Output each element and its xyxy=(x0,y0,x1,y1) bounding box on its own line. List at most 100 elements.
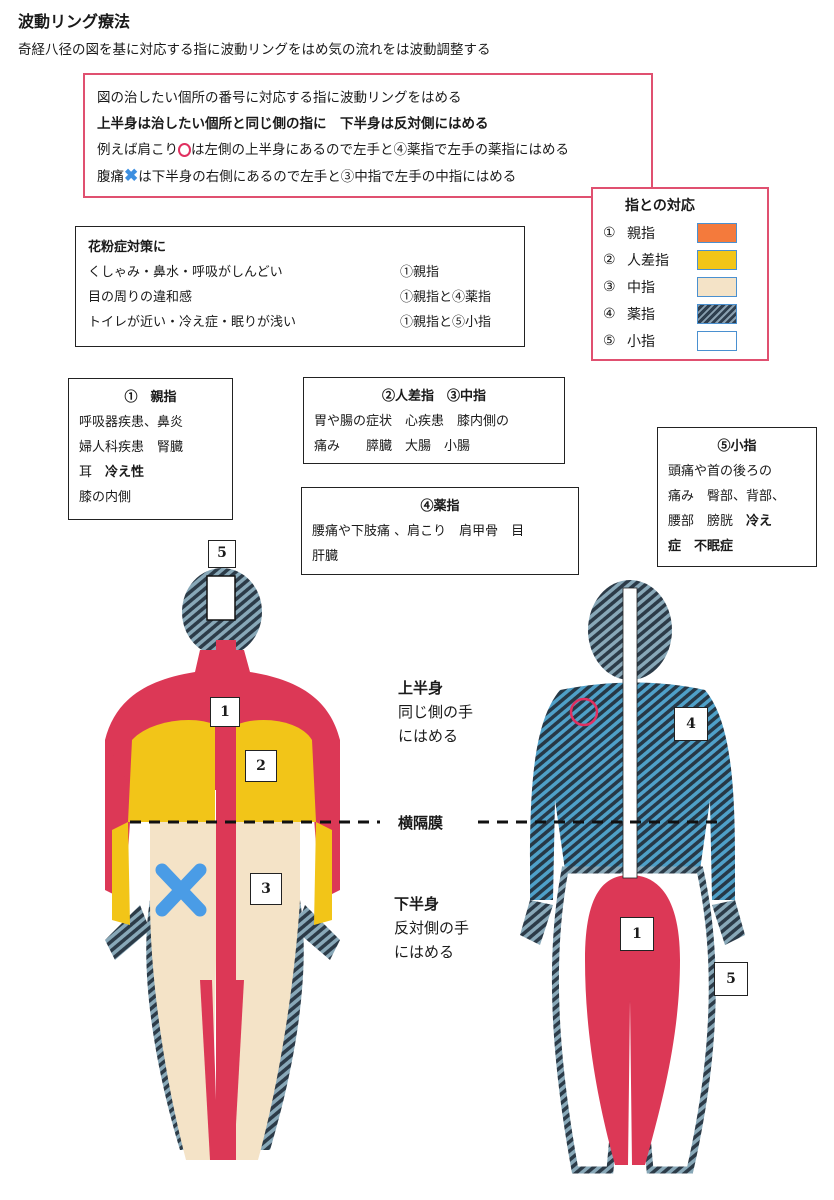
instruction-line-3a: 例えば肩こり xyxy=(97,142,178,158)
legend-swatch-middle xyxy=(697,276,737,297)
thumb-line: 耳 冷え性 xyxy=(79,460,222,485)
little-line: 症 不眠症 xyxy=(668,534,806,559)
hayfever-finger: ①親指 xyxy=(400,265,440,280)
tag-chest-1: 1 xyxy=(210,697,240,727)
instruction-line-1: 図の治したい個所の番号に対応する指に波動リングをはめる xyxy=(97,90,462,106)
hayfever-title: 花粉症対策に xyxy=(88,240,167,255)
legend-name: 人差指 xyxy=(627,252,669,269)
legend-item: ③ 中指 xyxy=(603,273,757,300)
thumb-heading: ① 親指 xyxy=(124,390,177,405)
little-line: 頭痛や首の後ろの xyxy=(668,464,773,479)
shoulder-stiffness-circle-icon xyxy=(569,697,599,727)
legend-swatch-index xyxy=(697,249,737,270)
diaphragm-label: 横隔膜 xyxy=(398,814,444,832)
lower-body-note: 下半身 反対側の手 にはめる xyxy=(394,892,469,964)
little-line-bold: 冷え xyxy=(746,514,773,529)
front-right-forearm xyxy=(314,822,332,925)
lower-body-line: にはめる xyxy=(394,943,455,961)
hayfever-row: トイレが近い・冷え症・眠りが浅い ①親指と⑤小指 xyxy=(88,310,512,335)
front-right-hand xyxy=(295,905,340,960)
back-leg-meridian-red xyxy=(585,875,680,1165)
hayfever-box: 花粉症対策に くしゃみ・鼻水・呼吸がしんどい ①親指 目の周りの違和感 ①親指と④薬… xyxy=(75,226,525,347)
thumb-info-box: ① 親指 呼吸器疾患、鼻炎 婦人科疾患 腎臓 耳 冷え性 膝の内側 xyxy=(68,378,233,520)
instruction-line-3b: は左側の上半身にあるので左手と④薬指で左手の薬指にはめる xyxy=(191,142,569,158)
legend-num: ⑤ xyxy=(603,332,616,349)
tag-abdomen-3: 3 xyxy=(250,873,282,905)
hayfever-finger: ①親指と④薬指 xyxy=(400,290,492,305)
hayfever-row: 目の周りの違和感 ①親指と④薬指 xyxy=(88,285,512,310)
back-right-hand xyxy=(712,900,745,945)
legend-swatch-ring xyxy=(697,303,737,324)
instructions-box: 図の治したい個所の番号に対応する指に波動リングをはめる 上半身は治したい個所と同… xyxy=(83,73,653,198)
upper-body-line: にはめる xyxy=(398,727,459,745)
front-right-leg-meridian xyxy=(226,980,244,1160)
tag-chest-2: 2 xyxy=(245,750,277,782)
body-meridian-illustration xyxy=(105,568,745,1174)
hayfever-symptom: トイレが近い・冷え症・眠りが浅い xyxy=(88,315,297,330)
hayfever-symptom: 目の周りの違和感 xyxy=(88,290,193,305)
index-middle-line: 胃や腸の症状 心疾患 膝内側の xyxy=(314,414,510,429)
front-lower-beige xyxy=(150,822,300,1160)
ring-heading: ④薬指 xyxy=(420,499,460,514)
thumb-line-part: 耳 xyxy=(79,465,106,480)
red-circle-icon xyxy=(178,143,191,157)
upper-body-line: 同じ側の手 xyxy=(398,703,474,721)
upper-body-note: 上半身 同じ側の手 にはめる xyxy=(398,676,473,748)
upper-body-heading: 上半身 xyxy=(398,679,444,697)
instruction-line-4b: は下半身の右側にあるので左手と xyxy=(138,169,341,185)
front-left-forearm xyxy=(112,822,130,925)
hayfever-finger: ①親指と⑤小指 xyxy=(400,315,492,330)
front-neck-marker xyxy=(206,575,236,621)
tag-back-4: 4 xyxy=(674,707,708,741)
page-subtitle: 奇経八径の図を基に対応する指に波動リングをはめ気の流れをは波動調整する xyxy=(18,42,491,58)
index-middle-info-box: ②人差指 ③中指 胃や腸の症状 心疾患 膝内側の 痛み 膵臓 大腸 小腸 xyxy=(303,377,565,464)
legend-name: 中指 xyxy=(627,279,655,296)
legend-swatch-little xyxy=(697,330,737,351)
little-line: 腰部 膀胱 冷え xyxy=(668,509,806,534)
legend-title: 指との対応 xyxy=(625,198,695,214)
front-left-leg-meridian xyxy=(200,980,218,1160)
ring-info-box: ④薬指 腰痛や下肢痛 、肩こり 肩甲骨 目 肝臓 xyxy=(301,487,579,575)
tag-leg-1: 1 xyxy=(620,917,654,951)
thumb-line: 膝の内側 xyxy=(79,490,132,505)
little-line-bold: 症 不眠症 xyxy=(668,539,734,554)
hayfever-row: くしゃみ・鼻水・呼吸がしんどい ①親指 xyxy=(88,260,512,285)
tag-leg-5: 5 xyxy=(714,962,748,996)
lower-body-line: 反対側の手 xyxy=(394,919,470,937)
thumb-line: 婦人科疾患 腎臓 xyxy=(79,440,184,455)
ring-line: 腰痛や下肢痛 、肩こり 肩甲骨 目 xyxy=(312,524,525,539)
instruction-line-4c: ③中指で左手の中指にはめる xyxy=(340,169,517,185)
abdominal-pain-cross-icon xyxy=(155,863,207,917)
little-line: 痛み 臀部、背部、 xyxy=(668,489,786,504)
front-left-hand xyxy=(105,905,150,960)
little-info-box: ⑤小指 頭痛や首の後ろの 痛み 臀部、背部、 腰部 膀胱 冷え 症 不眠症 xyxy=(657,427,817,567)
legend-num: ① xyxy=(603,224,616,241)
legend-num: ③ xyxy=(603,278,616,295)
page-title: 波動リング療法 xyxy=(18,12,131,31)
index-middle-line: 痛み 膵臓 大腸 小腸 xyxy=(314,439,471,454)
instruction-line-4a: 腹痛 xyxy=(97,169,124,185)
front-chest-left-yellow xyxy=(128,720,215,822)
thumb-line-bold: 冷え性 xyxy=(105,465,145,480)
little-heading: ⑤小指 xyxy=(717,439,757,454)
legend-item: ① 親指 xyxy=(603,219,757,246)
lower-body-heading: 下半身 xyxy=(394,895,440,913)
back-body xyxy=(520,580,745,1174)
instruction-line-4: 腹痛✖は下半身の右側にあるので左手と③中指で左手の中指にはめる xyxy=(97,163,639,190)
ring-line: 肝臓 xyxy=(312,549,339,564)
front-body xyxy=(105,568,340,1160)
blue-cross-icon: ✖ xyxy=(124,166,139,186)
back-left-hand xyxy=(520,900,553,945)
back-spine-meridian xyxy=(622,587,638,879)
little-line-part: 腰部 膀胱 xyxy=(668,514,747,529)
instruction-line-3: 例えば肩こりは左側の上半身にあるので左手と④薬指で左手の薬指にはめる xyxy=(97,137,639,163)
tag-head-5: 5 xyxy=(208,540,236,568)
legend-name: 親指 xyxy=(627,225,655,242)
index-middle-heading: ②人差指 ③中指 xyxy=(381,389,486,404)
hayfever-symptom: くしゃみ・鼻水・呼吸がしんどい xyxy=(88,265,283,280)
instruction-line-2: 上半身は治したい個所と同じ側の指に 下半身は反対側にはめる xyxy=(97,116,489,132)
